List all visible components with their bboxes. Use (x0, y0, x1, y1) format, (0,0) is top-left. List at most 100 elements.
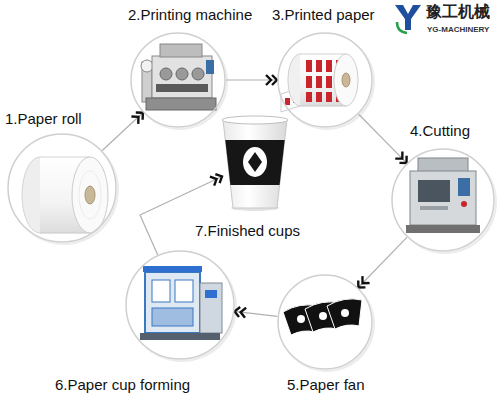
step-circle-outline (278, 33, 372, 127)
printing-machine-picture (152, 56, 212, 98)
flow-arrow (226, 79, 277, 80)
flow-arrow (102, 113, 143, 151)
paper-cup-picture (248, 152, 262, 172)
step-circle-outline (8, 134, 116, 242)
flow-arrow (140, 176, 222, 254)
cutting-machine-picture (418, 158, 468, 172)
printed-paper-picture (300, 54, 346, 55)
printed-paper-picture (306, 76, 312, 88)
step-label: 6.Paper cup forming (55, 376, 190, 394)
cutting-machine-picture (458, 178, 470, 196)
paper-roll-picture (40, 157, 90, 158)
circle-backgrounds (277, 274, 373, 370)
finished-cups-step: 7.Finished cups (222, 112, 288, 210)
company-logo-mark (395, 5, 421, 33)
circle-backgrounds (125, 250, 235, 360)
step-circle (7, 133, 117, 243)
step-circle (277, 274, 373, 370)
paper-roll-picture (22, 157, 108, 233)
paper-cup-picture (225, 140, 284, 185)
paper-roll-picture (72, 157, 108, 233)
printed-paper-picture (326, 76, 332, 88)
paper-fan-picture (283, 299, 362, 335)
paper-roll-picture (40, 233, 90, 234)
step-circle (130, 32, 226, 128)
company-logo-mark (397, 22, 407, 33)
paper-fan-picture (319, 312, 327, 320)
cup-forming-machine-picture (140, 266, 222, 340)
circle-backgrounds (7, 133, 117, 243)
cup-forming-step: 6.Paper cup forming (125, 250, 235, 360)
cutting-machine-picture (461, 201, 467, 207)
paper-fan-picture (297, 315, 305, 323)
cup-forming-machine-picture (205, 290, 217, 298)
cup-forming-machine-picture (152, 308, 193, 326)
step-circle (125, 250, 235, 360)
cup-forming-machine-picture (175, 280, 193, 302)
printing-machine-picture (146, 98, 216, 110)
printing-machine-picture (141, 44, 216, 110)
printed-paper-picture (316, 60, 322, 72)
cup-forming-machine-picture (140, 333, 220, 340)
printed-paper-picture (281, 54, 358, 112)
printing-machine-picture (160, 68, 172, 80)
company-name: 豫工机械 (426, 3, 490, 21)
paper-cup-picture (223, 120, 287, 208)
cutting-machine-picture (410, 171, 476, 225)
step-label: 2.Printing machine (128, 6, 252, 24)
printed-paper-picture (326, 92, 332, 102)
cup-forming-machine-picture (145, 272, 200, 333)
printed-paper-picture (306, 92, 312, 102)
circle-backgrounds (7, 32, 497, 372)
step-circle-outline (392, 149, 494, 251)
printed-paper-picture (326, 60, 332, 72)
step-circle (391, 148, 495, 252)
circle-backgrounds (277, 32, 373, 128)
step-circle-outline (278, 275, 372, 369)
paper-cup-picture (222, 116, 288, 211)
printing-machine-picture (156, 84, 208, 92)
step-label: 7.Finished cups (195, 222, 300, 240)
printed-paper-picture (306, 60, 312, 72)
printed-paper-picture (316, 76, 322, 88)
cutting-machine-picture (406, 158, 480, 233)
cup-forming-machine-picture (143, 266, 202, 272)
printed-paper-picture (285, 98, 290, 105)
step-label: 4.Cutting (410, 122, 470, 140)
printing-step: 2.Printing machine (130, 32, 226, 128)
cutting-machine-picture (418, 180, 450, 202)
flow-arrow (359, 114, 407, 163)
printing-machine-picture (160, 44, 202, 57)
paper-cup-picture (222, 116, 288, 124)
step-label: 3.Printed paper (272, 6, 375, 24)
printed-paper-picture (300, 106, 346, 107)
printed-paper-picture (342, 73, 350, 87)
printing-machine-picture (176, 68, 188, 80)
printing-machine-picture (192, 68, 204, 80)
step-label: 1.Paper roll (5, 110, 82, 128)
cup-forming-machine-picture (152, 280, 170, 302)
step-circle-outline (126, 251, 234, 359)
cutting-machine-picture (406, 225, 480, 233)
cup-forming-machine-picture (200, 283, 222, 333)
cutting-step: 4.Cutting (391, 148, 495, 252)
paper-cup-picture (243, 147, 267, 177)
flow-arrow (358, 237, 406, 287)
paper-fan-picture (327, 299, 362, 329)
printed-paper-picture (316, 92, 322, 102)
step-circle-outline (131, 33, 225, 127)
printing-machine-picture (141, 60, 153, 72)
cutting-machine-picture (420, 206, 448, 210)
paper-fan-picture (341, 309, 349, 317)
printed-paper-picture (334, 54, 358, 106)
paper-roll-picture (85, 186, 95, 204)
step-circle (277, 32, 373, 128)
paper-roll-step: 1.Paper roll (7, 133, 117, 243)
circle-backgrounds (130, 32, 226, 128)
paper-fan-step: 5.Paper fan (277, 274, 373, 370)
printing-machine-picture (206, 60, 214, 74)
